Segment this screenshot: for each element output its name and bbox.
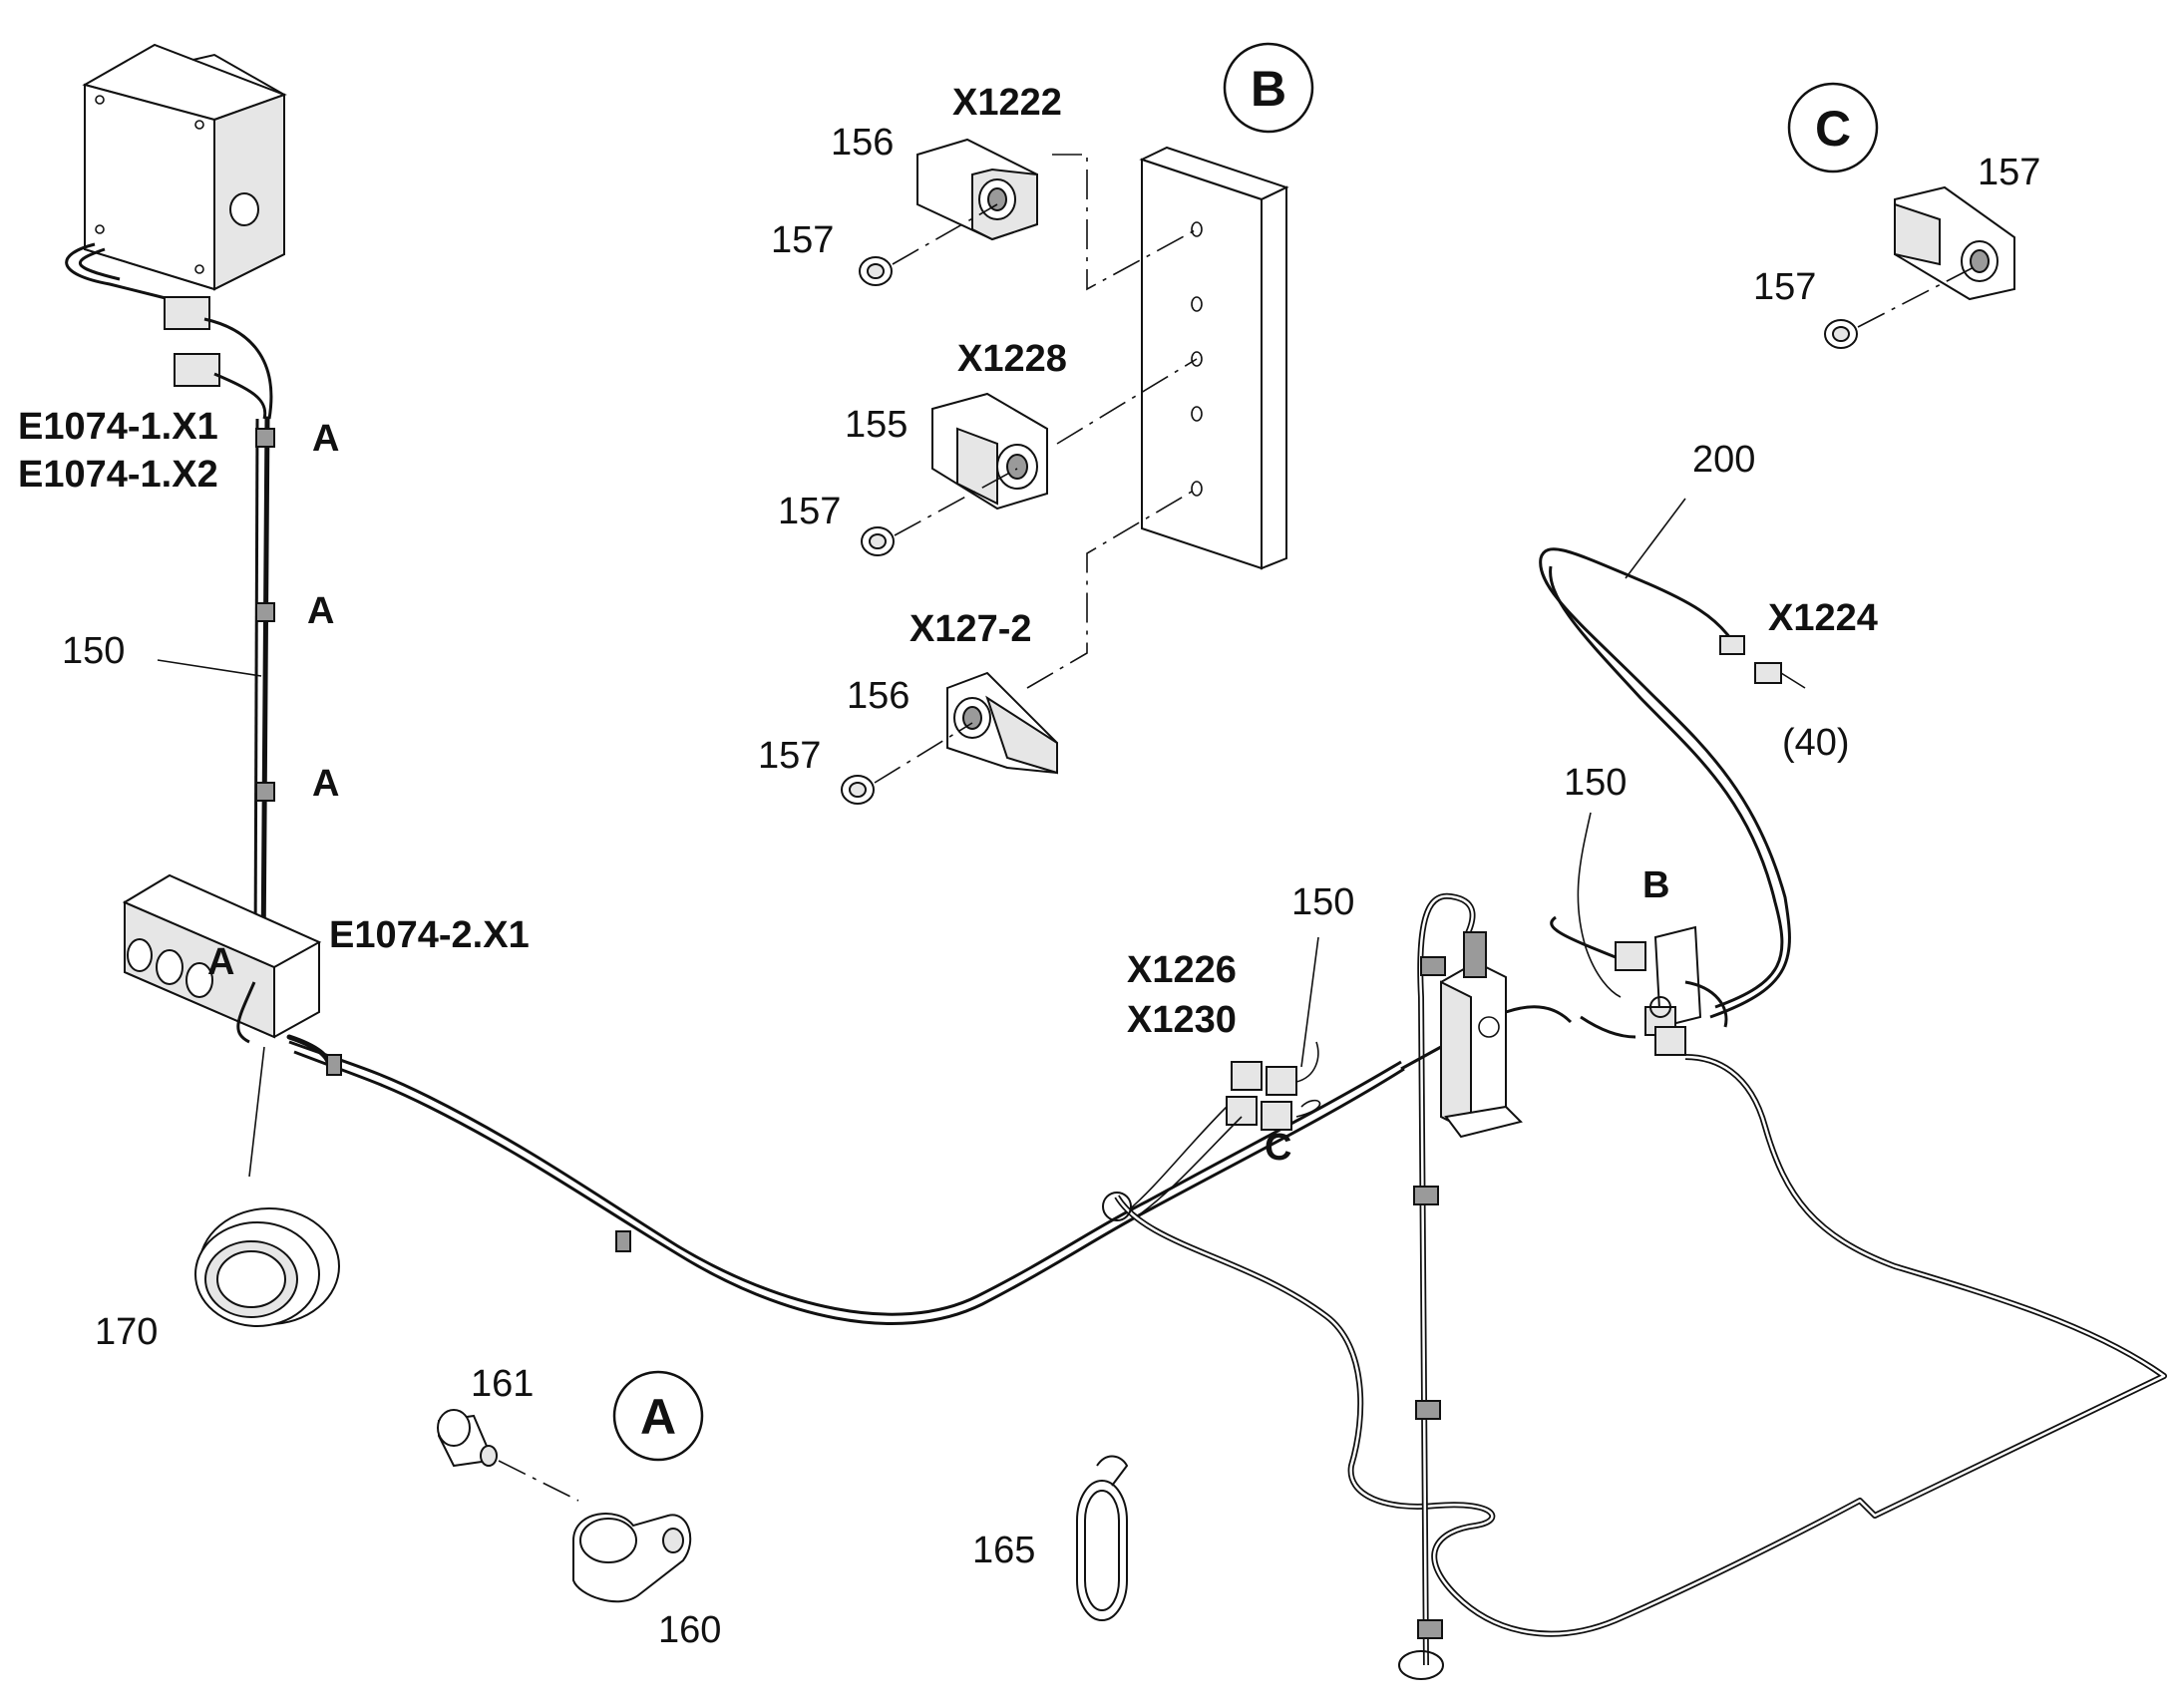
bracket-x1228	[931, 392, 1048, 511]
axis-x127-2-panel	[1026, 488, 1198, 689]
label-160: 160	[658, 1609, 721, 1651]
label-157-top: 157	[771, 219, 834, 261]
svg-text:A: A	[640, 1389, 676, 1445]
label-156-bot: 156	[847, 675, 909, 717]
control-unit-e1074-2	[122, 873, 332, 1070]
label-157-c-top: 157	[1978, 152, 2040, 193]
label-x1222: X1222	[952, 82, 1062, 124]
cable-200	[1539, 547, 1806, 1019]
label-e1074-2-x1: E1074-2.X1	[329, 914, 530, 956]
screw-157-mid	[861, 526, 895, 556]
label-150-left: 150	[62, 630, 125, 672]
leader-170	[248, 1046, 265, 1178]
screw-157-bot	[841, 775, 875, 805]
leader-150-right	[1577, 812, 1622, 998]
label-200: 200	[1692, 439, 1755, 481]
label-a-4: A	[207, 941, 234, 983]
axis-detail-c	[1857, 263, 1981, 328]
bracket-detail-c	[1894, 185, 2015, 301]
junction-box	[65, 43, 287, 301]
axis-detail-a	[498, 1460, 579, 1502]
detail-callout-a: A	[612, 1370, 704, 1462]
label-x1224: X1224	[1768, 597, 1878, 639]
label-170: 170	[95, 1311, 158, 1353]
label-157-c-screw: 157	[1753, 266, 1816, 308]
detail-callout-b: B	[1223, 42, 1314, 134]
label-b-on-bracket: B	[1642, 864, 1669, 906]
label-a-3: A	[312, 763, 339, 805]
axis-x127-2-screw	[874, 722, 973, 784]
label-x1230: X1230	[1127, 999, 1237, 1041]
axis-x1222-panel	[1052, 154, 1198, 291]
bracket-b-assembly	[1550, 915, 1728, 1056]
label-40: (40)	[1782, 722, 1850, 764]
label-a-2: A	[307, 590, 334, 632]
screw-157-top	[859, 256, 893, 286]
label-155: 155	[845, 404, 908, 446]
sensor-mount-rod	[1398, 892, 1476, 1680]
connector-e1074-1	[164, 296, 273, 420]
label-x1226: X1226	[1127, 949, 1237, 991]
label-156-top: 156	[831, 122, 894, 164]
detail-b-panel	[1139, 146, 1289, 570]
label-e1074-1-x2: E1074-1.X2	[18, 454, 218, 496]
label-a-1: A	[312, 418, 339, 460]
leader-200	[1625, 498, 1686, 579]
label-150-right: 150	[1564, 762, 1627, 804]
cable-outline-loop	[1102, 1054, 2167, 1637]
label-165: 165	[972, 1530, 1035, 1571]
label-150-mid: 150	[1291, 881, 1354, 923]
screw-157-c	[1824, 319, 1858, 349]
sensor-unit	[1440, 931, 1573, 1139]
bracket-x127-2	[946, 671, 1058, 775]
detail-callout-c: C	[1787, 82, 1879, 173]
label-x127-2: X127-2	[909, 608, 1032, 650]
cable-150-main	[288, 1040, 1405, 1326]
axis-x1222-screw	[892, 203, 998, 265]
leader-150-left	[157, 659, 262, 677]
label-157-mid: 157	[778, 491, 841, 532]
svg-text:B: B	[1251, 61, 1286, 117]
cable-tie-165	[1076, 1455, 1129, 1621]
leader-150-mid	[1300, 936, 1319, 1068]
label-161: 161	[471, 1363, 534, 1405]
axis-x1228-panel	[1056, 358, 1198, 445]
cable-150-vertical	[253, 416, 275, 971]
svg-text:C: C	[1815, 101, 1851, 157]
label-157-bot: 157	[758, 735, 821, 777]
bracket-x1222	[916, 138, 1038, 241]
label-x1228: X1228	[957, 338, 1067, 380]
axis-x1228-screw	[894, 468, 1018, 536]
connector-x1226-x1230	[1126, 1041, 1321, 1217]
clamp-160	[572, 1513, 692, 1603]
label-e1074-1-x1: E1074-1.X1	[18, 406, 218, 448]
screw-161	[437, 1409, 498, 1468]
grommet-170	[194, 1207, 340, 1327]
label-c-on-cable: C	[1265, 1127, 1291, 1169]
